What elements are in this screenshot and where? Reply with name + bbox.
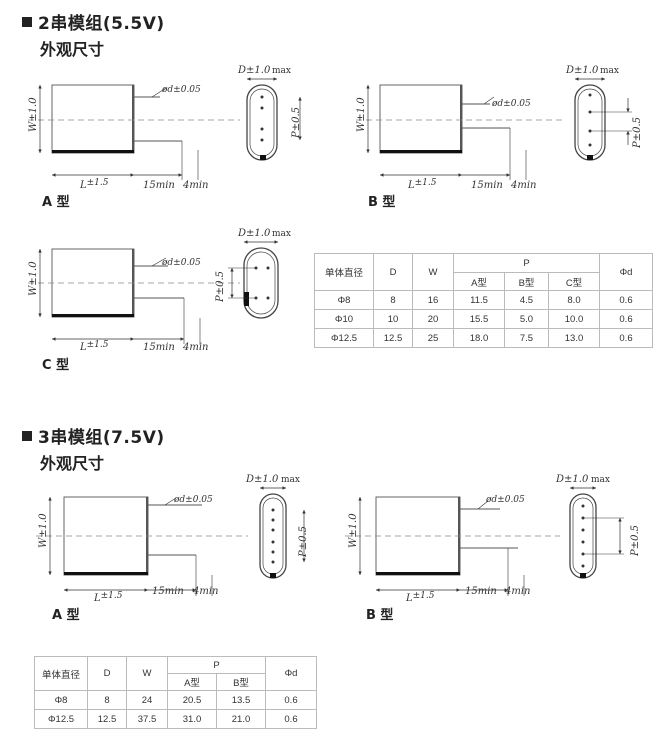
- type-label-2s-a: A 型: [42, 195, 70, 210]
- svg-text:15min: 15min: [143, 180, 175, 191]
- svg-text:D±1.0: D±1.0: [237, 65, 271, 76]
- type-label-2s-c: C 型: [42, 358, 70, 373]
- svg-text:D±1.0: D±1.0: [555, 474, 589, 485]
- w-dim-label: W±1.0: [28, 97, 39, 132]
- table-header-d: D: [373, 253, 413, 291]
- table-header-p: P: [453, 253, 600, 273]
- table-subheader-b: B型: [216, 673, 266, 691]
- svg-text:4min: 4min: [182, 342, 208, 353]
- section1-title: 2串模组(5.5V): [22, 9, 165, 34]
- svg-text:W±1.0: W±1.0: [38, 513, 49, 548]
- svg-text:max: max: [281, 475, 300, 485]
- svg-text:W±1.0: W±1.0: [28, 261, 39, 296]
- table-header-w: W: [126, 656, 168, 691]
- type-label-3s-a: A 型: [52, 608, 80, 623]
- table-subheader-c: C型: [548, 272, 600, 291]
- svg-text:L±1.5: L±1.5: [405, 591, 435, 604]
- svg-text:D±1.0: D±1.0: [565, 65, 599, 76]
- table-subheader-a: A型: [167, 673, 217, 691]
- table-header-d: D: [87, 656, 127, 691]
- drawing-2s-type-a: W±1.0 ød±0.05 L±1.5 15min 4min D±1.0 max…: [28, 65, 302, 191]
- section2-title: 3串模组(7.5V): [22, 423, 165, 448]
- svg-text:W±1.0: W±1.0: [348, 513, 359, 548]
- section1-subtitle: 外观尺寸: [40, 40, 105, 59]
- svg-text:15min: 15min: [152, 586, 184, 597]
- l-dim-label: L±1.5: [79, 178, 109, 191]
- table-header-p: P: [167, 656, 266, 674]
- drawing-3s-type-a: W±1.0 ød±0.05 L±1.5 15min 4min D±1.0 max…: [36, 474, 309, 604]
- svg-text:P±0.5: P±0.5: [630, 525, 641, 557]
- svg-text:4min: 4min: [504, 586, 530, 597]
- phid-dim-label: ød±0.05: [161, 85, 201, 95]
- svg-text:max: max: [591, 475, 610, 485]
- svg-text:15min: 15min: [471, 180, 503, 191]
- svg-text:max: max: [272, 66, 291, 76]
- svg-text:P±0.5: P±0.5: [291, 107, 302, 139]
- svg-text:D±1.0: D±1.0: [245, 474, 279, 485]
- svg-text:L±1.5: L±1.5: [93, 591, 123, 604]
- table-subheader-b: B型: [503, 272, 550, 291]
- table-header-phid: Φd: [265, 656, 317, 691]
- table-header-diameter: 单体直径: [34, 656, 88, 691]
- svg-text:max: max: [272, 229, 291, 239]
- svg-text:ød±0.05: ød±0.05: [173, 495, 213, 505]
- drawing-2s-type-b: W±1.0 ød±0.05 L±1.5 15min 4min D±1.0 max…: [356, 65, 643, 191]
- svg-text:P±0.5: P±0.5: [298, 526, 309, 558]
- svg-text:L±1.5: L±1.5: [407, 178, 437, 191]
- svg-text:P±0.5: P±0.5: [215, 271, 226, 303]
- svg-text:L±1.5: L±1.5: [79, 340, 109, 353]
- svg-text:4min: 4min: [182, 180, 208, 191]
- svg-text:P±0.5: P±0.5: [632, 117, 643, 149]
- table-header-diameter: 单体直径: [314, 253, 374, 291]
- bullet-square-icon: [22, 431, 32, 441]
- svg-text:ød±0.05: ød±0.05: [161, 258, 201, 268]
- svg-text:4min: 4min: [510, 180, 536, 191]
- type-label-2s-b: B 型: [368, 195, 396, 210]
- type-label-3s-b: B 型: [366, 608, 394, 623]
- drawing-2s-type-c: W±1.0 ød±0.05 L±1.5 15min 4min D±1.0 max…: [28, 228, 291, 353]
- table-header-w: W: [412, 253, 454, 291]
- svg-text:4min: 4min: [192, 586, 218, 597]
- svg-text:ød±0.05: ød±0.05: [485, 495, 525, 505]
- svg-text:15min: 15min: [143, 342, 175, 353]
- drawing-3s-type-b: W±1.0 ød±0.05 L±1.5 15min 4min D±1.0 max…: [345, 474, 641, 604]
- svg-text:W±1.0: W±1.0: [356, 97, 367, 132]
- table-header-phid: Φd: [599, 253, 653, 291]
- svg-text:max: max: [600, 66, 619, 76]
- svg-text:D±1.0: D±1.0: [237, 228, 271, 239]
- table-subheader-a: A型: [453, 272, 505, 291]
- bullet-square-icon: [22, 17, 32, 27]
- section2-subtitle: 外观尺寸: [40, 454, 105, 473]
- svg-text:ød±0.05: ød±0.05: [491, 99, 531, 109]
- svg-text:15min: 15min: [465, 586, 497, 597]
